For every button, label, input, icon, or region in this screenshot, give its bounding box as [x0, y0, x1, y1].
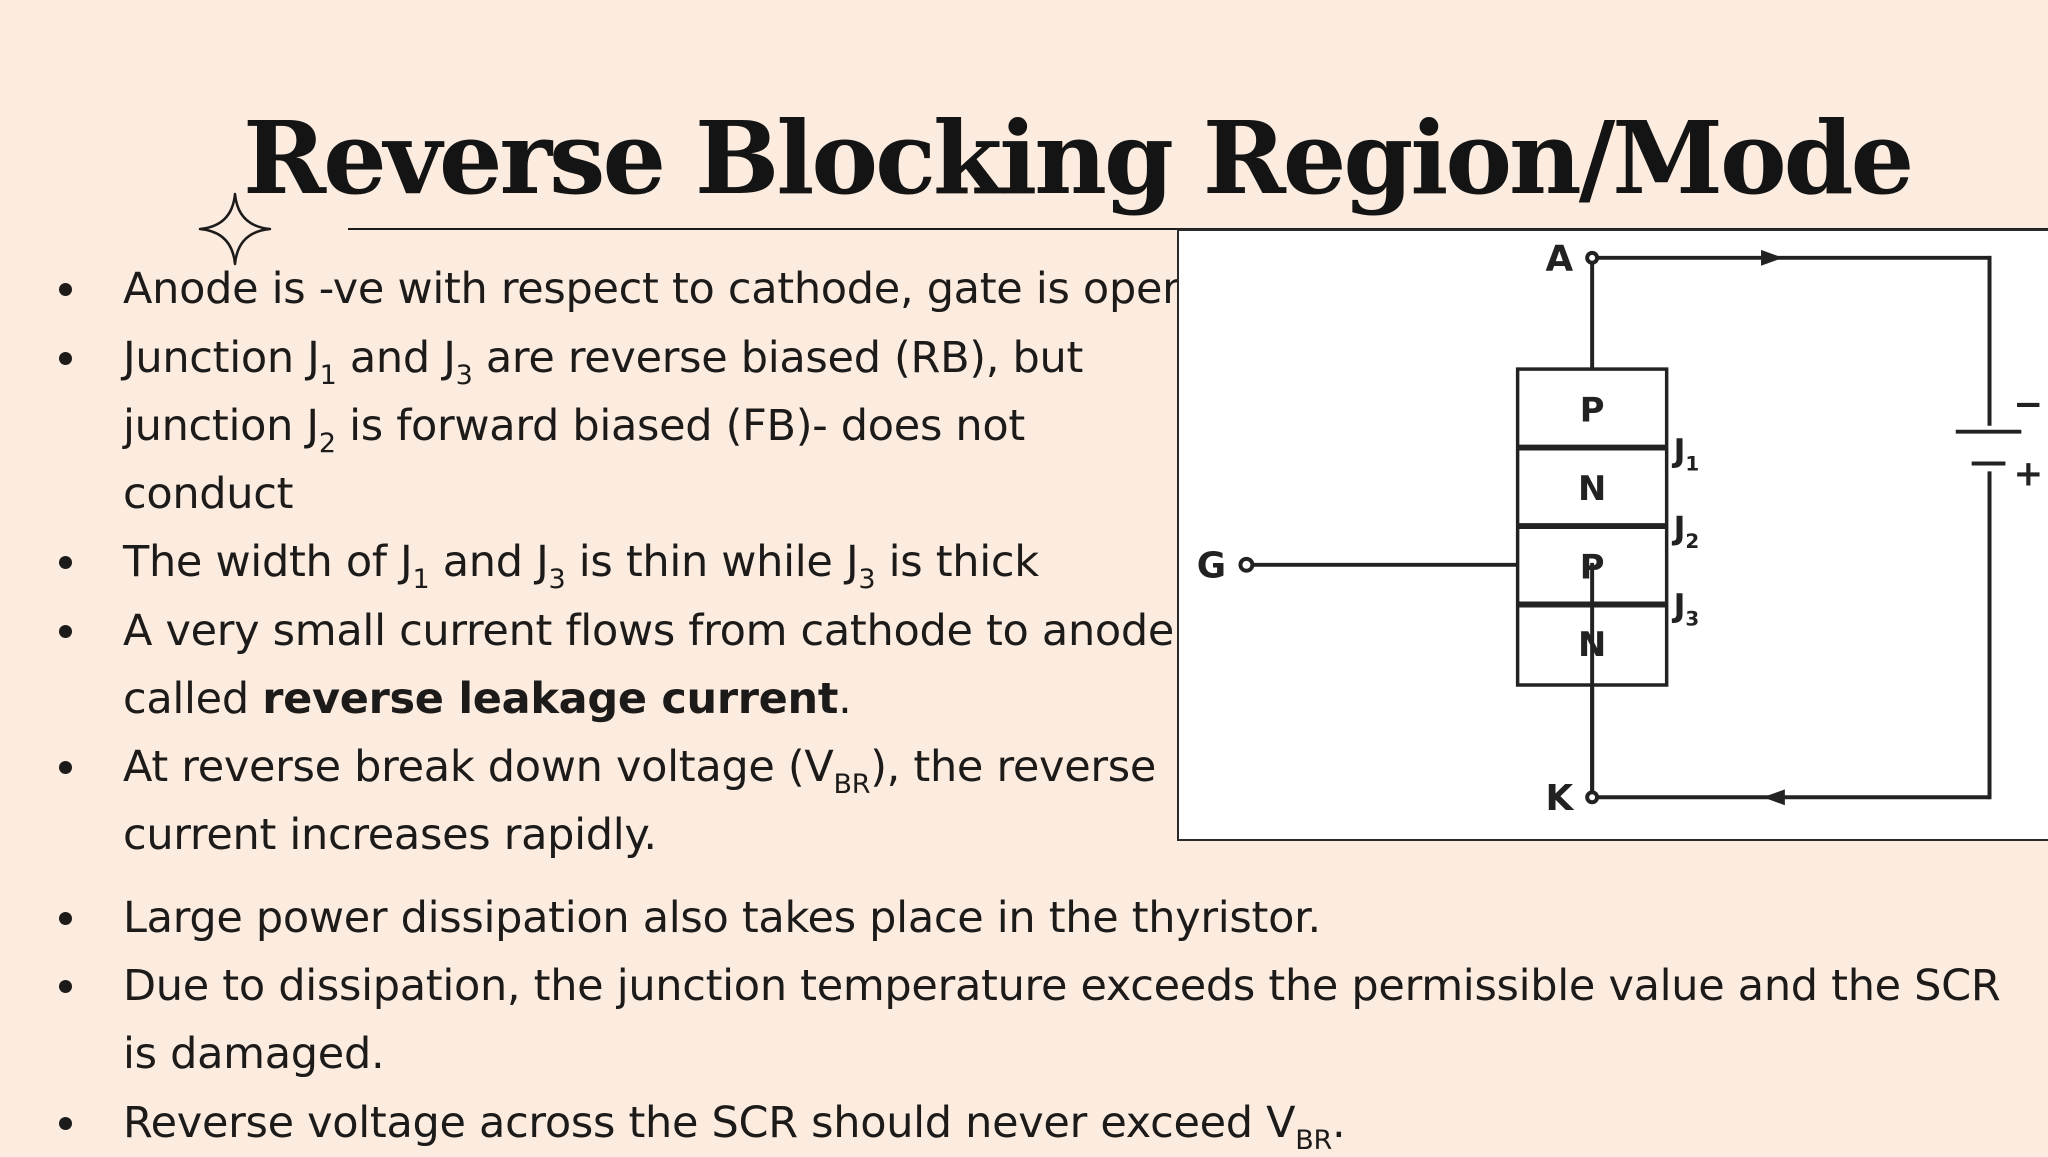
subscript-text: 2	[318, 428, 336, 459]
layer-n2: N	[1578, 625, 1606, 664]
bullet-text: Large power dissipation also takes place…	[123, 893, 1321, 943]
bullet-dot	[59, 912, 72, 925]
battery-minus-label: −	[2013, 384, 2043, 425]
bullet-text: At reverse break down voltage (V	[123, 742, 834, 792]
bullet-text: Anode is -ve with respect to cathode, ga…	[123, 264, 1190, 314]
bullet-text: current increases rapidly.	[123, 810, 657, 860]
bullet-text: are reverse biased (RB), but	[472, 333, 1084, 383]
bullet-dot	[59, 980, 72, 993]
bullet-text: ), the reverse	[870, 742, 1156, 792]
bullet-dot	[59, 625, 72, 638]
battery-plus-label: +	[2013, 453, 2043, 494]
bullet-line: Due to dissipation, the junction tempera…	[123, 952, 2001, 1020]
bullet-dot	[59, 352, 72, 365]
bullet-line: A very small current flows from cathode …	[123, 597, 1174, 665]
bullet-item: At reverse break down voltage (VBR), the…	[59, 733, 1156, 869]
bullet-item: Anode is -ve with respect to cathode, ga…	[59, 255, 1189, 323]
bullet-text: is thin while J	[565, 537, 859, 587]
anode-label: A	[1545, 239, 1573, 280]
sparkle-icon	[198, 192, 272, 266]
bullet-item: Large power dissipation also takes place…	[59, 884, 1321, 952]
bullet-line: At reverse break down voltage (VBR), the…	[123, 733, 1156, 801]
bullet-line: Anode is -ve with respect to cathode, ga…	[123, 255, 1189, 323]
subscript-text: BR	[833, 769, 871, 800]
bullet-line: current increases rapidly.	[123, 801, 1156, 869]
bullet-line: Large power dissipation also takes place…	[123, 884, 1321, 952]
layer-p2: P	[1580, 548, 1605, 587]
bullet-text: is damaged.	[123, 1029, 385, 1079]
gate-label: G	[1197, 546, 1226, 587]
cathode-label: K	[1545, 778, 1574, 819]
subscript-text: 3	[548, 564, 566, 595]
bullet-text: .	[1331, 1098, 1346, 1148]
bullet-line: Reverse voltage across the SCR should ne…	[123, 1089, 1346, 1157]
scr-circuit-diagram: A K G P N P N J1 J2 J3 − +	[1177, 229, 2048, 841]
slide-title: Reverse Blocking Region/Mode	[243, 99, 1914, 217]
layer-p1: P	[1580, 391, 1605, 430]
bullet-text: and J	[336, 333, 456, 383]
bullet-line: called reverse leakage current.	[123, 665, 1174, 733]
bullet-dot	[59, 556, 72, 569]
bullet-line: junction J2 is forward biased (FB)- does…	[123, 392, 1083, 460]
subscript-text: 1	[412, 564, 430, 595]
layer-n1: N	[1578, 469, 1606, 508]
bullet-item: Junction J1 and J3 are reverse biased (R…	[59, 324, 1083, 528]
bullet-text: called	[123, 674, 263, 724]
circuit-svg: A K G P N P N J1 J2 J3 − +	[1197, 239, 2044, 819]
junction-j3-label: J3	[1672, 587, 1700, 630]
subscript-text: BR	[1295, 1125, 1332, 1156]
bullet-dot	[59, 283, 72, 296]
bullet-item: A very small current flows from cathode …	[59, 597, 1174, 733]
bullet-text: is thick	[875, 537, 1040, 587]
bullet-text: Reverse voltage across the SCR should ne…	[123, 1098, 1296, 1148]
bullet-text: conduct	[123, 469, 294, 519]
bold-text: reverse leakage current	[262, 674, 839, 724]
bullet-item: Due to dissipation, the junction tempera…	[59, 952, 2001, 1088]
bullet-item: Reverse voltage across the SCR should ne…	[59, 1089, 1346, 1157]
bullet-text: junction J	[123, 401, 319, 451]
junction-j2-label: J2	[1672, 510, 1700, 553]
bullet-line: is damaged.	[123, 1020, 2000, 1088]
bullet-text: The width of J	[123, 537, 413, 587]
bullet-text: Due to dissipation, the junction tempera…	[123, 961, 2001, 1011]
bullet-line: The width of J1 and J3 is thin while J3 …	[123, 528, 1039, 596]
subscript-text: 3	[455, 360, 473, 391]
junction-j1-label: J1	[1672, 432, 1700, 475]
bullet-text: and J	[429, 537, 549, 587]
bullet-text: is forward biased (FB)- does not	[335, 401, 1025, 451]
bullet-item: The width of J1 and J3 is thin while J3 …	[59, 528, 1039, 596]
subscript-text: 3	[858, 564, 876, 595]
bullet-dot	[59, 1117, 72, 1130]
bullet-text: A very small current flows from cathode …	[123, 606, 1175, 656]
bullet-line: Junction J1 and J3 are reverse biased (R…	[123, 324, 1083, 392]
subscript-text: 1	[319, 360, 337, 391]
bullet-dot	[59, 761, 72, 774]
bullet-line: conduct	[123, 460, 1083, 528]
bullet-text: Junction J	[123, 333, 320, 383]
bullet-text: .	[838, 674, 852, 724]
